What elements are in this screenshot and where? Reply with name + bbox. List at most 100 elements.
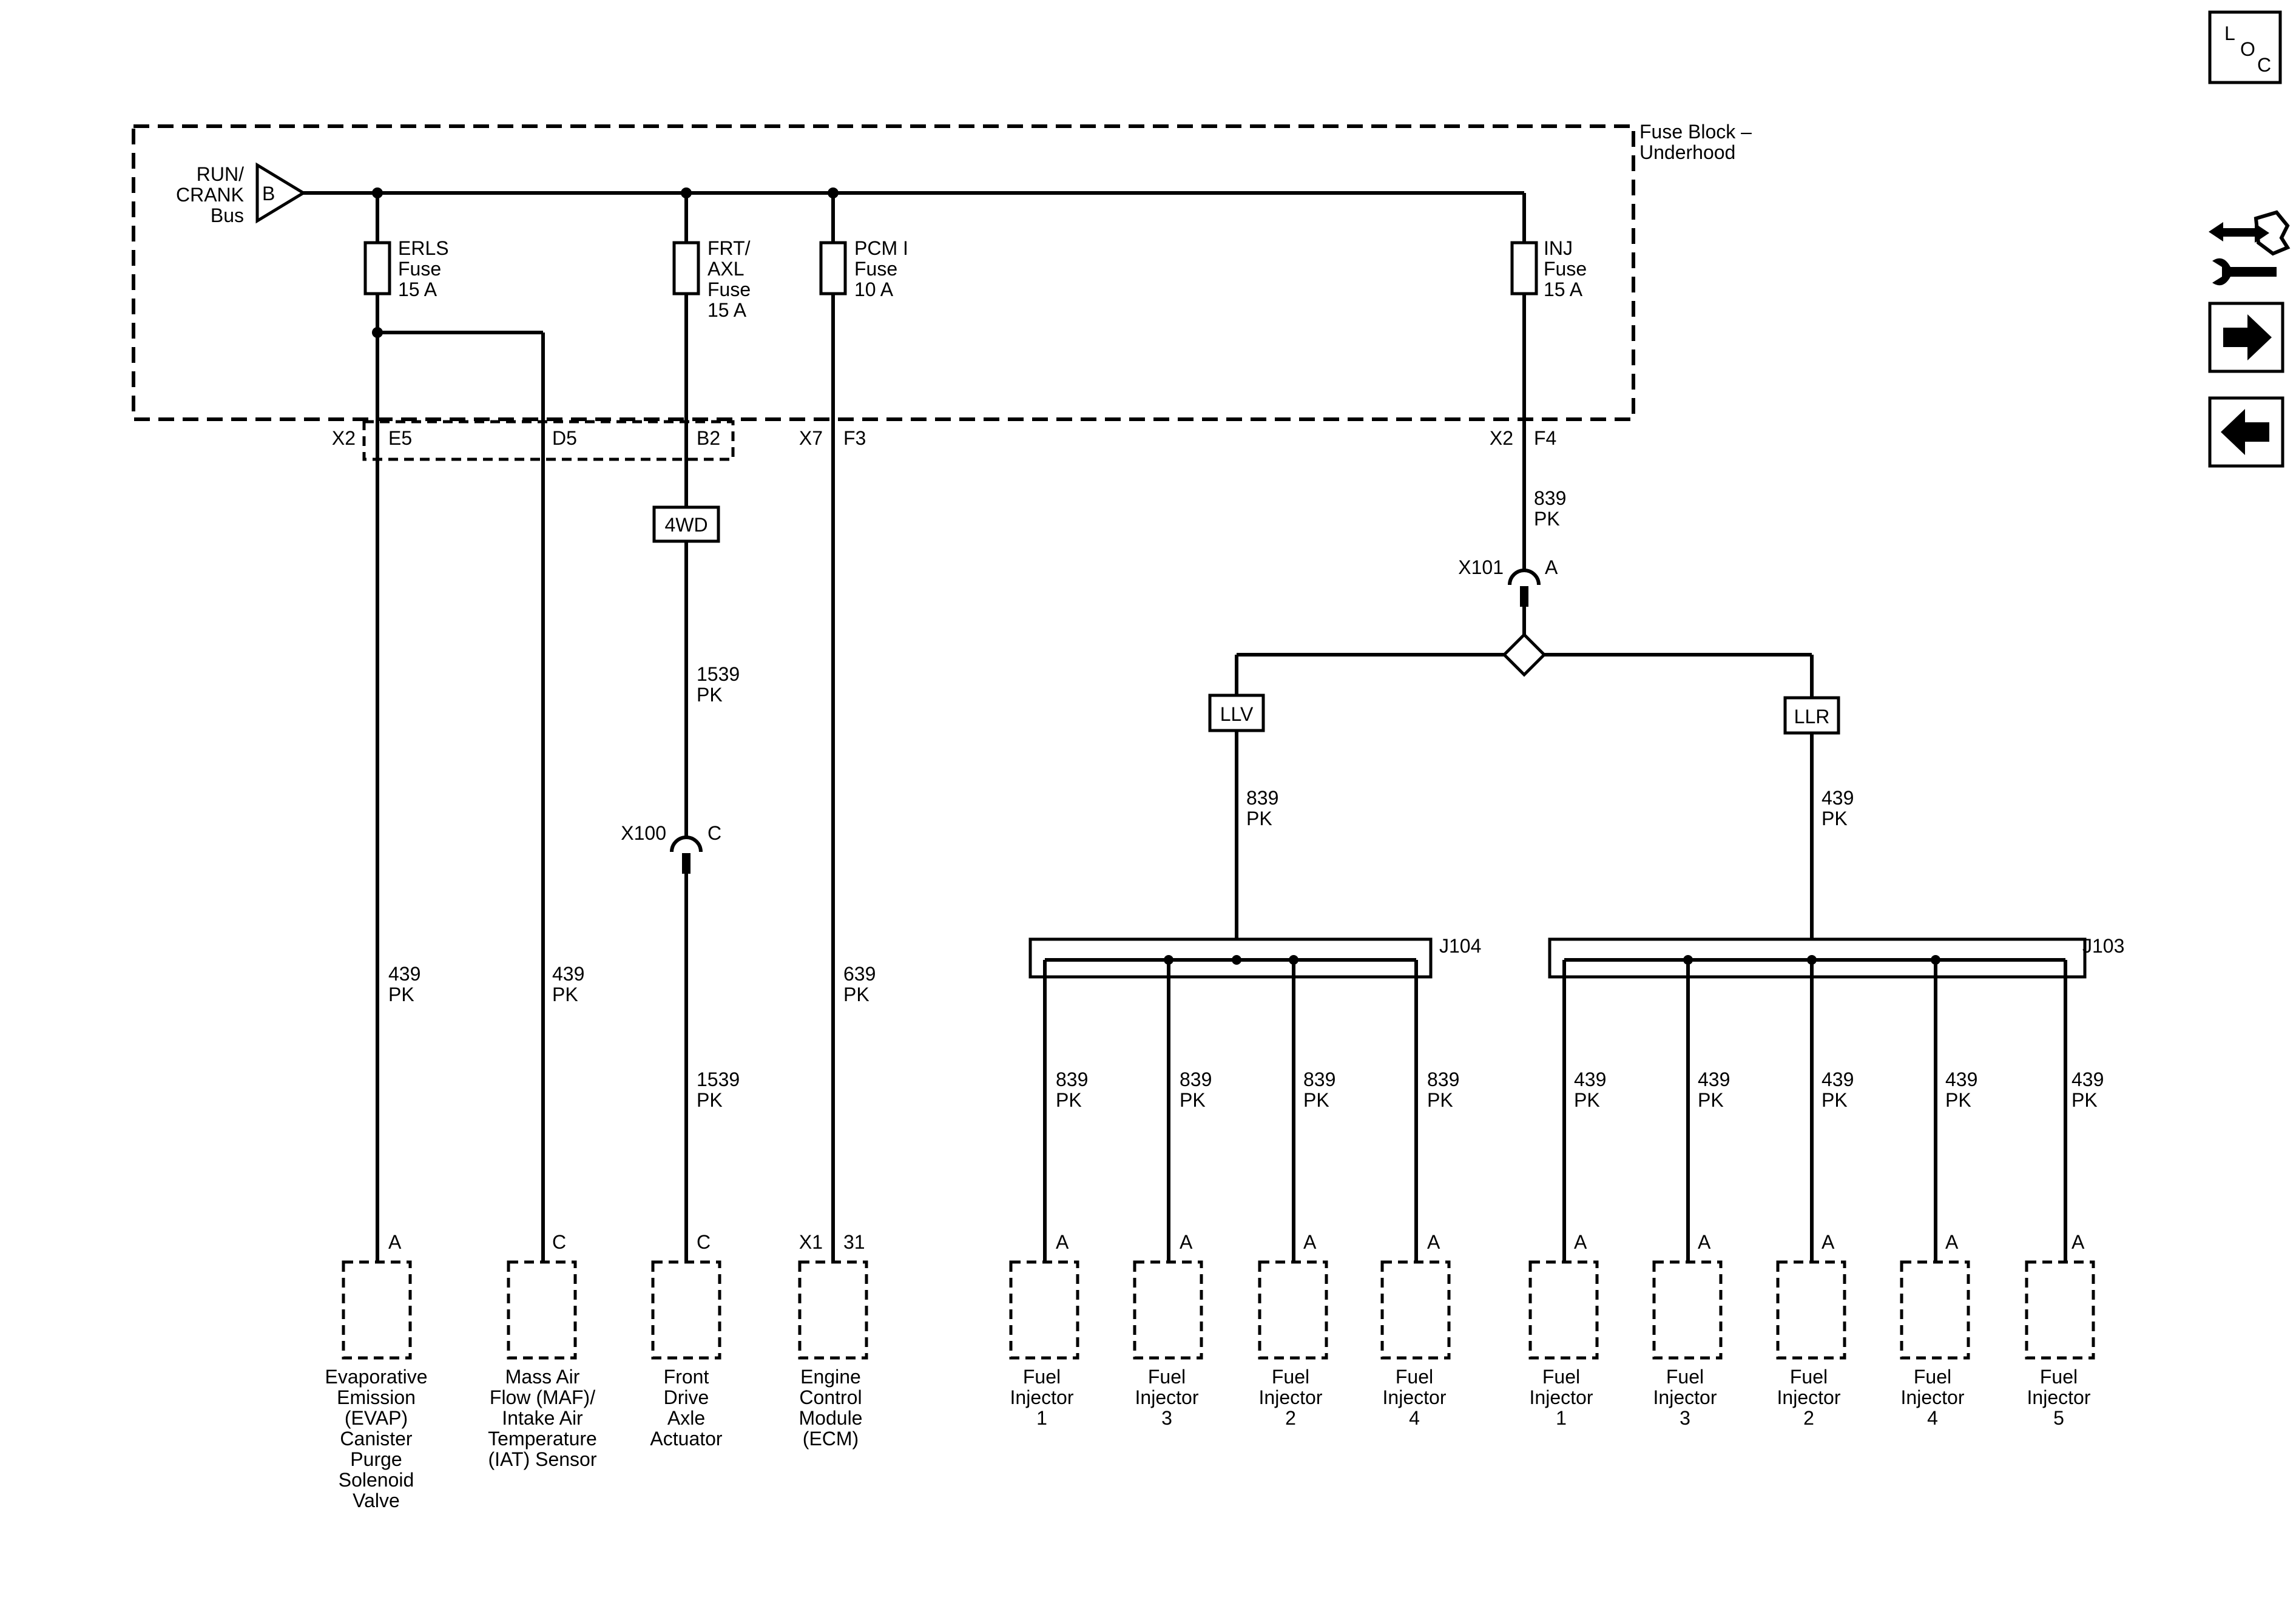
maf-name-line: Temperature	[488, 1428, 597, 1450]
injector-name-line: Fuel	[1914, 1366, 1951, 1388]
x2-connector-outline	[362, 420, 735, 461]
llr-fuel-injector-4	[1900, 1260, 1970, 1360]
next-button[interactable]	[2208, 302, 2284, 373]
bus-label: RUN/	[197, 163, 244, 185]
option-llv-box	[1208, 694, 1265, 732]
evap-name-line: Valve	[353, 1490, 400, 1511]
x101-connector-pin	[1520, 586, 1528, 607]
erls-fuse-symbol	[363, 241, 391, 295]
wire-fda-lower-color: PK	[697, 1089, 723, 1111]
llr-fuel-injector-1	[1528, 1260, 1599, 1360]
pcm-fuse-symbol	[819, 241, 847, 295]
injector-name-line: Injector	[2027, 1386, 2091, 1408]
fda-name-line: Axle	[667, 1407, 705, 1429]
llr-fuel-injector-5	[2025, 1260, 2095, 1360]
x101-label: X101	[1458, 556, 1504, 578]
loc-button[interactable]: L O C	[2208, 10, 2282, 84]
wire-llv-branch-circuit: 839	[1180, 1068, 1212, 1090]
arrow-right-icon	[2223, 314, 2272, 360]
injector-pin-label: A	[2071, 1231, 2085, 1253]
injector-name-line: 1	[1556, 1407, 1567, 1429]
inj-fuse-symbol	[1510, 241, 1538, 295]
evap-name-line: Purge	[350, 1448, 402, 1470]
fda-name-line: Drive	[664, 1386, 709, 1408]
wire-llv-branch-color: PK	[1427, 1089, 1453, 1111]
wire-evap-color: PK	[388, 984, 414, 1005]
wire-evap-circuit: 439	[388, 963, 420, 985]
option-4wd-label: 4WD	[664, 514, 707, 536]
wire-llr-branch-color: PK	[1574, 1089, 1600, 1111]
frt-axl-fuse-label: Fuse	[707, 279, 751, 300]
frt-axl-fuse-label: AXL	[707, 258, 744, 280]
x101-pin-label: A	[1545, 556, 1558, 578]
llv-injector-4-name: Fuel Injector 4	[1383, 1366, 1447, 1429]
injector-name-line: 3	[1161, 1407, 1172, 1429]
connector-body-icon	[2254, 210, 2291, 256]
ecm-component-name: Engine Control Module (ECM)	[799, 1366, 863, 1450]
bus-label-3: Bus	[211, 204, 244, 226]
evap-name-line: Evaporative	[325, 1366, 428, 1388]
injector-pin-label: A	[1303, 1231, 1317, 1253]
connector-tool-icon[interactable]	[2209, 210, 2291, 286]
wire-maf-color: PK	[552, 984, 578, 1005]
x100-connector-symbol	[670, 836, 703, 852]
wire-llr-branch-color: PK	[1698, 1089, 1724, 1111]
loc-letter-c: C	[2257, 54, 2271, 76]
option-llr-box	[1783, 696, 1840, 735]
evap-name-line: Solenoid	[339, 1469, 414, 1491]
maf-name-line: Flow (MAF)/	[490, 1386, 595, 1408]
injector-name-line: 5	[2053, 1407, 2064, 1429]
ecm-name-line: Control	[799, 1386, 862, 1408]
injector-name-line: Injector	[1383, 1386, 1447, 1408]
ecm-component	[798, 1260, 868, 1360]
maf-name-line: Mass Air	[505, 1366, 580, 1388]
front-drive-axle-actuator-component	[651, 1260, 721, 1360]
injector-pin-label: A	[1574, 1231, 1587, 1253]
evap-solenoid-component	[342, 1260, 412, 1360]
wire-llv-branch-color: PK	[1056, 1089, 1082, 1111]
wire-llv-branch-circuit: 839	[1056, 1068, 1088, 1090]
evap-pin-label: A	[388, 1231, 402, 1253]
loc-letter-l: L	[2224, 22, 2235, 44]
wire-llv-feed-color: PK	[1246, 808, 1272, 829]
injector-name-line: Fuel	[1542, 1366, 1580, 1388]
connector-x2-right-label: X2	[1490, 427, 1513, 449]
injector-name-line: Fuel	[1396, 1366, 1433, 1388]
llv-injector-2-name: Fuel Injector 2	[1259, 1366, 1323, 1429]
wire-llr-branch-circuit: 439	[2071, 1068, 2104, 1090]
injector-name-line: 2	[1803, 1407, 1814, 1429]
j104-label: J104	[1439, 935, 1481, 957]
option-split-diamond	[1502, 632, 1547, 677]
injector-name-line: Fuel	[1148, 1366, 1186, 1388]
prev-button[interactable]	[2208, 396, 2284, 468]
injector-pin-label: A	[1945, 1231, 1959, 1253]
injector-name-line: Fuel	[1666, 1366, 1704, 1388]
llr-injector-3-name: Fuel Injector 3	[1653, 1366, 1717, 1429]
wire-llr-branch-circuit: 439	[1574, 1068, 1606, 1090]
wire-fda-upper-color: PK	[697, 684, 723, 706]
ecm-name-line: (ECM)	[803, 1428, 859, 1450]
erls-fuse-rating: 15 A	[398, 279, 437, 300]
fda-component-name: Front Drive Axle Actuator	[650, 1366, 723, 1450]
wire-llr-branch-color: PK	[2071, 1089, 2098, 1111]
splice-dot	[1232, 955, 1241, 965]
maf-name-line: (IAT) Sensor	[488, 1448, 597, 1470]
evap-name-line: (EVAP)	[345, 1407, 408, 1429]
injector-pin-label: A	[1698, 1231, 1711, 1253]
erls-fuse-label: Fuse	[398, 258, 441, 280]
pin-d5-label: D5	[552, 427, 577, 449]
connector-x2-label: X2	[332, 427, 356, 449]
wire-llr-branch-circuit: 439	[1822, 1068, 1854, 1090]
injector-pin-label: A	[1056, 1231, 1069, 1253]
pin-b2-label: B2	[697, 427, 720, 449]
frt-axl-fuse-symbol	[672, 241, 700, 295]
injector-name-line: Injector	[1777, 1386, 1841, 1408]
wire-fda-lower-circuit: 1539	[697, 1068, 740, 1090]
ecm-pin-label: 31	[843, 1231, 865, 1253]
injector-name-line: 3	[1680, 1407, 1690, 1429]
llr-fuel-injector-3	[1652, 1260, 1723, 1360]
injector-name-line: 4	[1927, 1407, 1938, 1429]
option-4wd-box	[652, 505, 720, 543]
double-arrow-icon	[2209, 222, 2269, 243]
